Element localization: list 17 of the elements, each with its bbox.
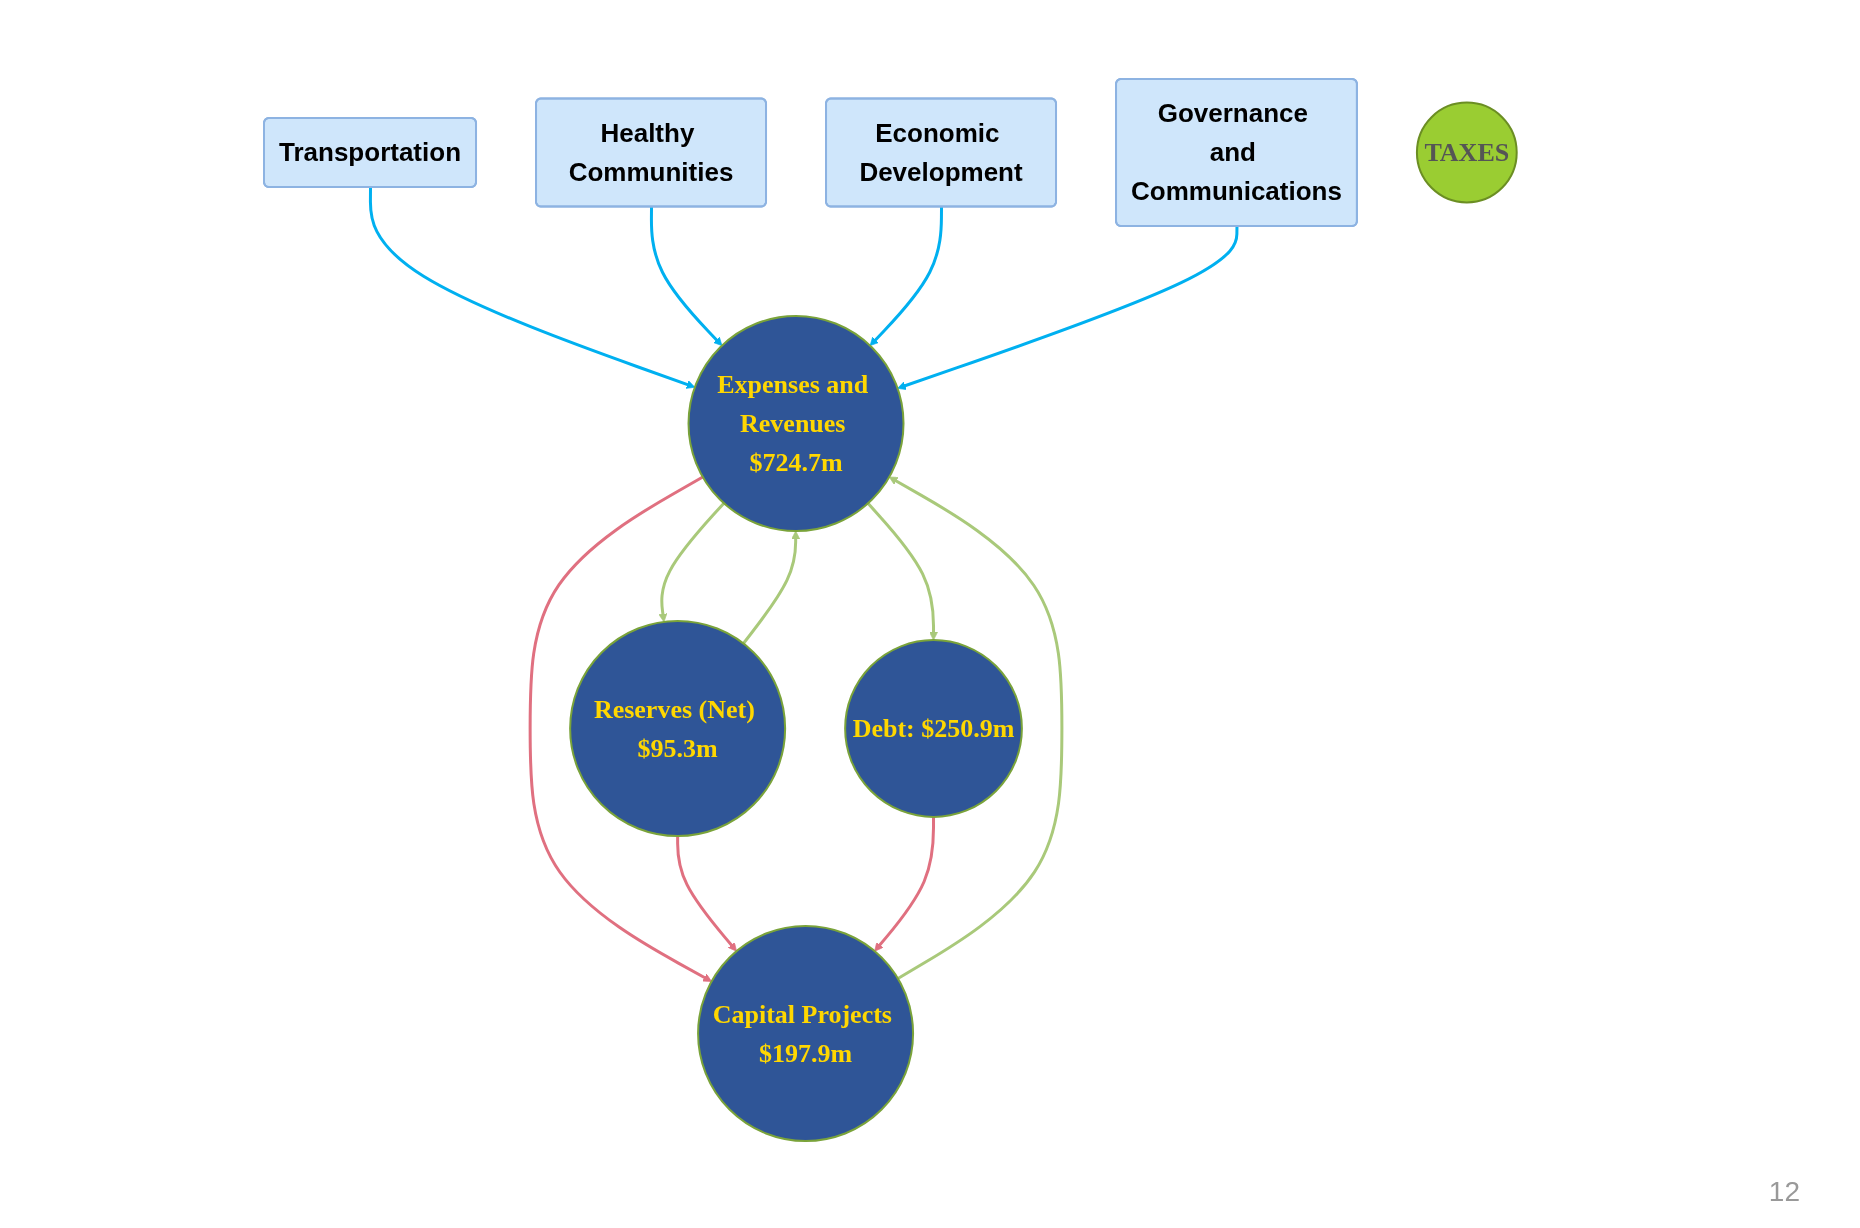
arrow [658, 502, 725, 623]
arrow [866, 502, 938, 641]
node-circle: Capital Projects $197.9m [696, 925, 914, 1142]
arrow [649, 207, 722, 346]
page-number: 12 [1768, 1176, 1800, 1207]
node-circle: Debt: $250.9m [843, 639, 1023, 818]
arrow [873, 816, 935, 952]
node-circle: TAXES [1415, 101, 1518, 204]
arrow [741, 530, 800, 645]
arrow [869, 207, 943, 346]
node-circle: Reserves (Net) $95.3m [568, 620, 786, 837]
arrow [888, 476, 1064, 980]
arrow [528, 475, 712, 982]
arrow [368, 187, 695, 389]
node-circle: Expenses and Revenues $724.7m [687, 315, 905, 532]
arrow [896, 226, 1239, 390]
arrow [675, 836, 737, 952]
